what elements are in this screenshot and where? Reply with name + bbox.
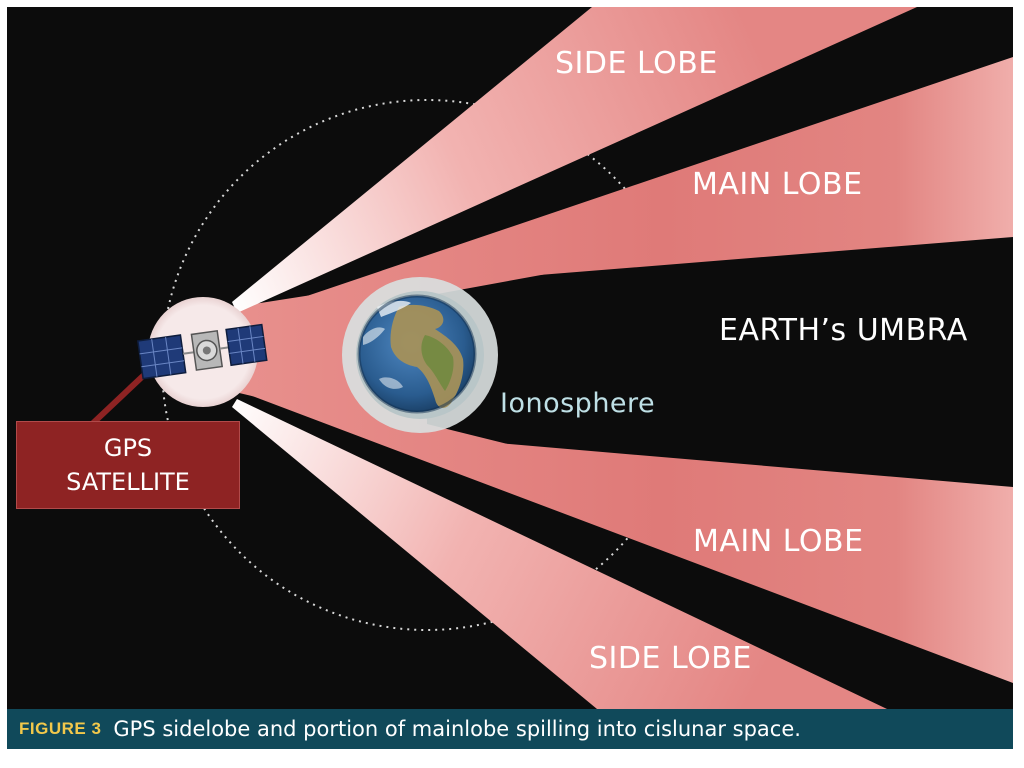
main-lobe-top-beam [239, 57, 1013, 329]
main-lobe-top-label: MAIN LOBE [692, 167, 863, 202]
satellite-leader-line [88, 372, 147, 428]
diagram-canvas [88, 7, 1013, 709]
main-lobe-bottom-label: MAIN LOBE [693, 524, 864, 559]
side-lobe-top-beam [232, 7, 917, 313]
satellite-label-line2: SATELLITE [66, 468, 190, 496]
earth-globe [357, 294, 477, 414]
gps-satellite-icon [136, 323, 268, 380]
figure-caption-text: GPS sidelobe and portion of mainlobe spi… [113, 717, 801, 741]
figure-number: FIGURE 3 [19, 719, 102, 738]
earth-umbra-band [427, 237, 1013, 487]
figure-caption-bar: FIGURE 3 GPS sidelobe and portion of mai… [7, 709, 1013, 749]
ionosphere-label: Ionosphere [500, 388, 656, 419]
main-lobe-bottom-beam [239, 379, 1013, 683]
side-lobe-bottom-label: SIDE LOBE [589, 641, 752, 676]
side-lobe-top-label: SIDE LOBE [555, 46, 718, 81]
diagram-figure: SIDE LOBE MAIN LOBE EARTH’s UMBRA Ionosp… [7, 7, 1013, 709]
earth-umbra-label: EARTH’s UMBRA [719, 313, 968, 348]
satellite-label-line1: GPS [103, 434, 153, 462]
gps-satellite-label-box: GPS SATELLITE [16, 421, 240, 509]
side-lobe-bottom-beam [232, 399, 887, 709]
